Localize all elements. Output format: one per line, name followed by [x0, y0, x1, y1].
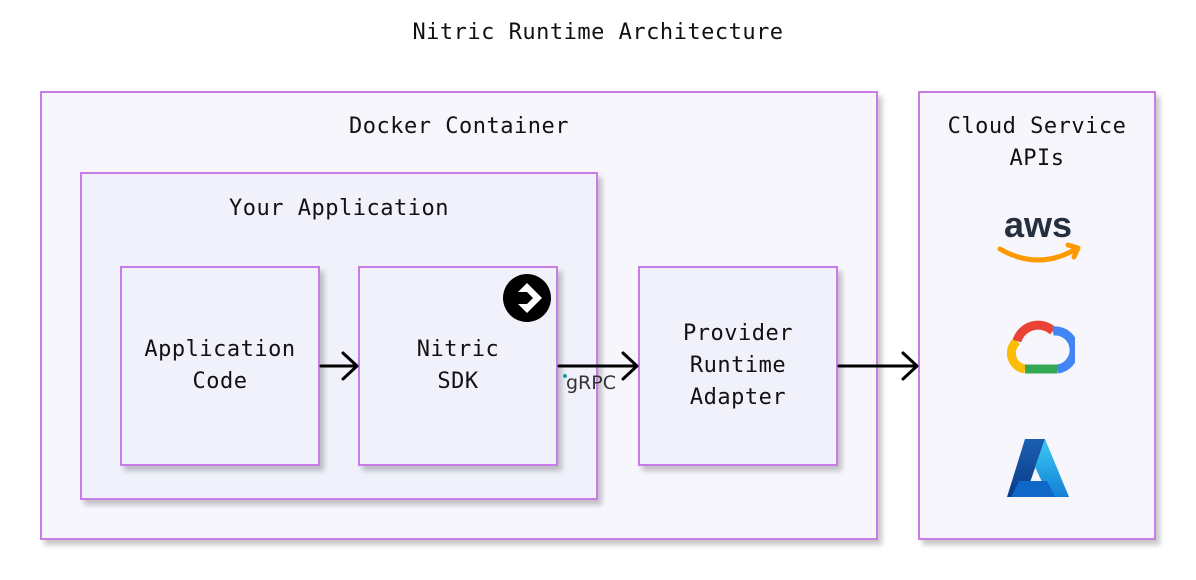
provider-runtime-adapter-label: Provider Runtime Adapter [683, 321, 793, 410]
diagram-title: Nitric Runtime Architecture [412, 20, 784, 45]
svg-text:aws: aws [1004, 205, 1072, 245]
provider-runtime-adapter-box: Provider Runtime Adapter [638, 266, 838, 466]
aws-logo-icon: aws [997, 205, 1081, 263]
your-application-label: Your Application [229, 196, 449, 221]
cloud-service-apis-box: Cloud Service APIs aws [918, 91, 1156, 540]
grpc-edge-label: gRPC [566, 372, 616, 394]
nitric-sdk-label: Nitric SDK [416, 337, 500, 394]
arrowhead-sdk-to-adapter [621, 351, 639, 381]
google-cloud-logo-icon [1006, 320, 1075, 374]
nitric-logo-icon [503, 274, 551, 322]
cloud-service-apis-label: Cloud Service APIs [947, 114, 1127, 171]
grpc-dot [563, 374, 567, 378]
docker-container-label: Docker Container [349, 114, 569, 139]
application-code-label: Application Code [144, 337, 296, 394]
arrowhead-adapter-to-cloud [901, 351, 919, 381]
arrowhead-code-to-sdk [341, 351, 359, 381]
application-code-box: Application Code [120, 266, 320, 466]
azure-logo-icon [1007, 439, 1069, 497]
nitric-sdk-box: Nitric SDK [358, 266, 558, 466]
